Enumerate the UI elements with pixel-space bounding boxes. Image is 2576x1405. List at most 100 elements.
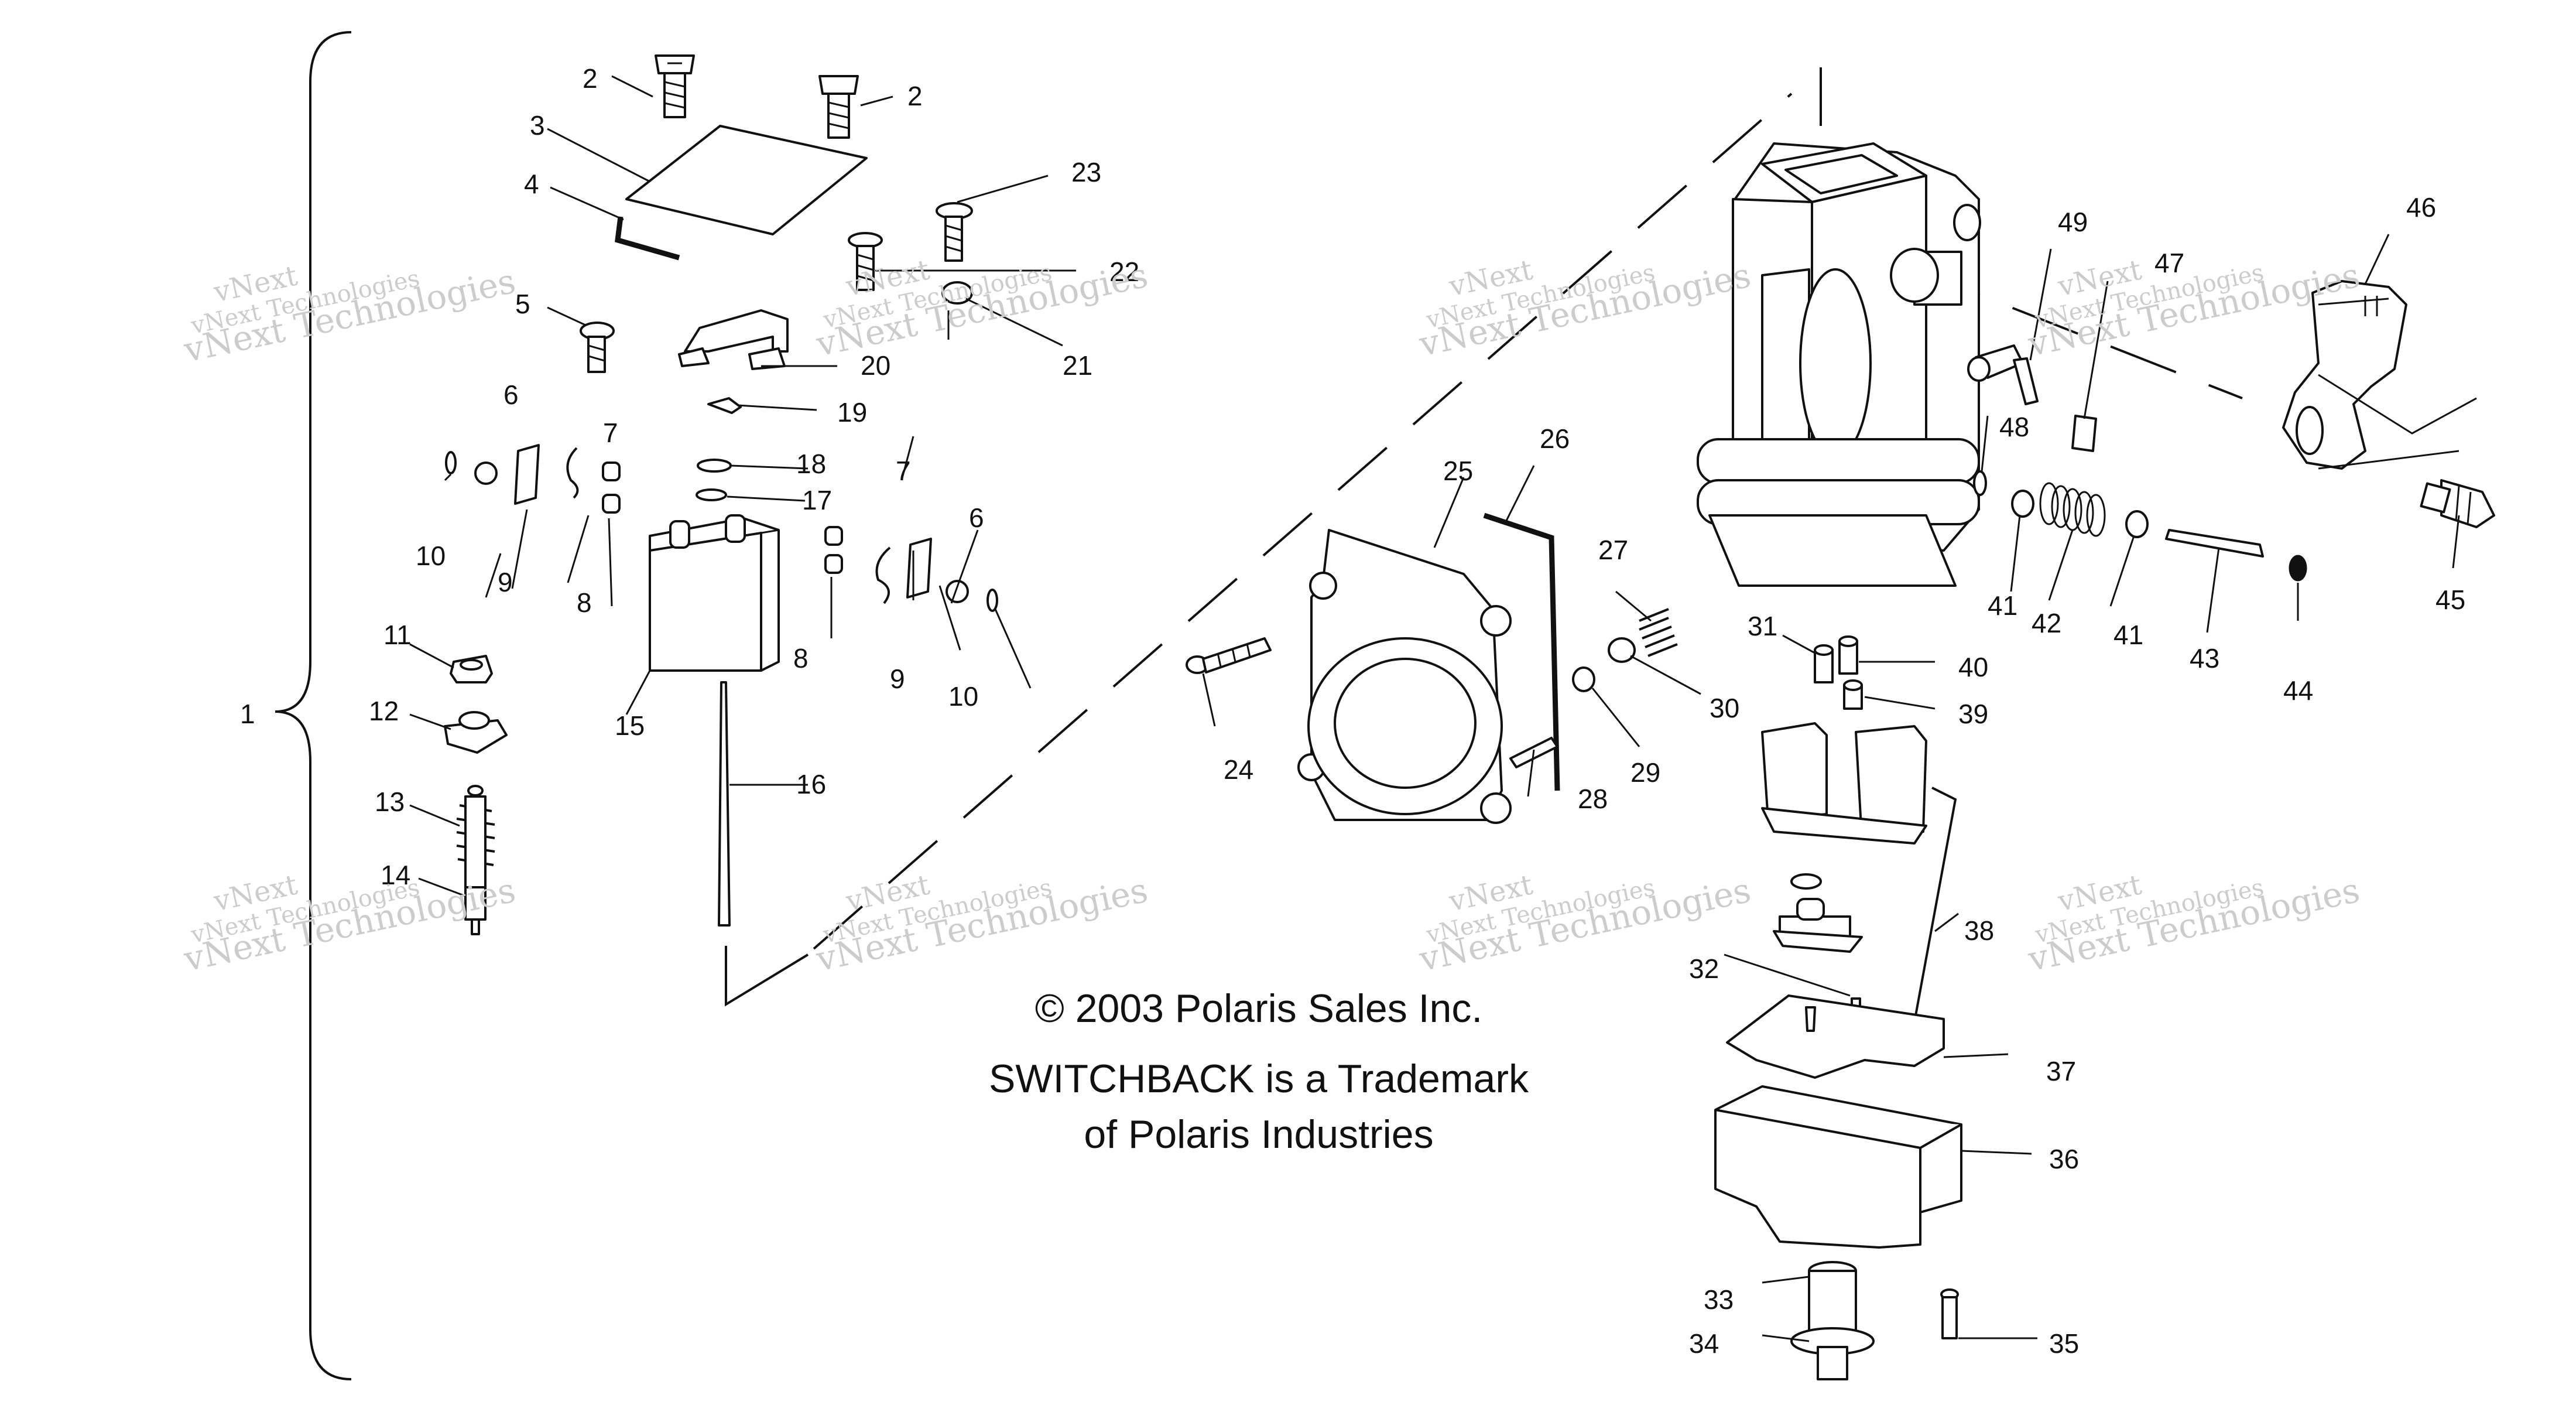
washer-21 [941, 281, 973, 305]
callout-42: 42 [2032, 608, 2061, 638]
callout-6a: 6 [503, 380, 519, 410]
callout-23: 23 [1071, 157, 1101, 187]
callout-2a: 2 [583, 63, 598, 94]
oring-18 [697, 459, 732, 473]
callout-28: 28 [1578, 784, 1608, 814]
screw-45 [2420, 479, 2495, 528]
guide-line-left [725, 946, 809, 1007]
spring-27 [1639, 608, 1678, 657]
callout-40: 40 [1958, 652, 1988, 682]
ball-44 [2289, 555, 2307, 582]
callout-37: 37 [2046, 1056, 2076, 1086]
screw-24 [1186, 637, 1272, 674]
callout-7b: 7 [896, 456, 911, 486]
clip-19 [707, 397, 742, 414]
nut-11 [450, 655, 493, 683]
carburetor-body [1697, 142, 1981, 587]
callout-30: 30 [1710, 693, 1739, 723]
needle-16 [718, 681, 731, 927]
fitting-49 [1967, 344, 2039, 405]
callout-2b: 2 [907, 81, 923, 111]
carb-cap-25 [1297, 529, 1512, 824]
throttle-lever-46 [2282, 280, 2407, 470]
float-38 [1761, 722, 1927, 845]
screw-2a [655, 54, 695, 118]
callout-32: 32 [1689, 953, 1719, 984]
callout-7a: 7 [603, 418, 618, 448]
guide-line-diagonal [813, 93, 1793, 950]
callout-labels: 1 2 2 3 4 5 6 6 7 7 8 8 9 9 10 10 11 12 … [240, 63, 2465, 1359]
gasket-4 [615, 216, 680, 261]
callout-45: 45 [2435, 584, 2465, 615]
callout-12: 12 [369, 696, 399, 726]
callout-8b: 8 [793, 643, 809, 674]
callout-46: 46 [2406, 192, 2436, 223]
callout-44: 44 [2283, 675, 2313, 706]
callout-49: 49 [2058, 207, 2088, 237]
callout-26: 26 [1540, 423, 1570, 454]
bracket-46-line [2318, 374, 2477, 470]
callout-11: 11 [383, 620, 412, 650]
callout-8a: 8 [577, 587, 592, 618]
callout-18: 18 [796, 449, 826, 479]
copyright-notice: © 2003 Polaris Sales Inc. [1035, 986, 1483, 1031]
callout-41b: 41 [2113, 620, 2143, 650]
nut-12 [444, 711, 508, 754]
jet-needle-37 [1805, 1006, 1816, 1032]
callout-16: 16 [796, 769, 826, 799]
callout-22: 22 [1109, 257, 1139, 287]
callout-14: 14 [381, 860, 410, 890]
callout-10a: 10 [416, 541, 446, 571]
spring-42 [2039, 482, 2106, 537]
callout-15: 15 [615, 710, 645, 741]
callout-34: 34 [1689, 1328, 1719, 1359]
callout-27: 27 [1598, 535, 1628, 565]
callout-25: 25 [1443, 456, 1473, 486]
callout-17: 17 [802, 485, 832, 515]
screw-2b [818, 75, 859, 139]
throttle-slide-15 [649, 514, 780, 672]
callout-41a: 41 [1988, 590, 2017, 621]
callout-4: 4 [524, 169, 539, 199]
pin-43 [2165, 529, 2264, 558]
jet-40 [1838, 635, 1858, 675]
bracket-20 [678, 309, 789, 370]
jet-39 [1843, 679, 1863, 710]
trademark-line-1: SWITCHBACK is a Trademark [989, 1057, 1529, 1101]
washer-29-30 [1572, 637, 1636, 692]
callout-33: 33 [1704, 1284, 1734, 1315]
callout-9b: 9 [890, 664, 905, 694]
oring-17 [696, 488, 727, 501]
left-linkage [445, 444, 621, 514]
screw-35 [1940, 1288, 1959, 1339]
cover-plate-3 [625, 125, 868, 235]
callout-5: 5 [515, 289, 530, 319]
callout-31: 31 [1748, 611, 1777, 641]
screw-22 [848, 232, 883, 291]
assembly-brace [275, 31, 352, 1380]
callout-3: 3 [530, 110, 545, 141]
callout-10b: 10 [948, 681, 978, 712]
callout-36: 36 [2049, 1144, 2079, 1174]
jet-31 [1814, 644, 1834, 683]
cap-47 [2071, 415, 2097, 452]
washer-41a [2011, 490, 2034, 518]
gasket-26 [1483, 512, 1560, 791]
screw-23 [936, 202, 973, 262]
leader-lines [409, 75, 2460, 1342]
right-linkage [824, 526, 998, 612]
callout-47: 47 [2154, 248, 2184, 278]
callout-21: 21 [1063, 350, 1092, 381]
callout-20: 20 [861, 350, 890, 381]
callout-6b: 6 [969, 502, 984, 533]
callout-13: 13 [375, 787, 405, 817]
float-valve-32 [1773, 873, 1863, 1023]
drain-plug-33-34 [1790, 1261, 1875, 1380]
callout-39: 39 [1958, 699, 1988, 729]
callout-48: 48 [1999, 412, 2029, 442]
callout-43: 43 [2190, 643, 2219, 674]
watermarks: vNext vNext Technologies vNext Technolog… [180, 254, 2363, 979]
callout-24: 24 [1224, 754, 1253, 785]
callout-29: 29 [1630, 757, 1660, 788]
